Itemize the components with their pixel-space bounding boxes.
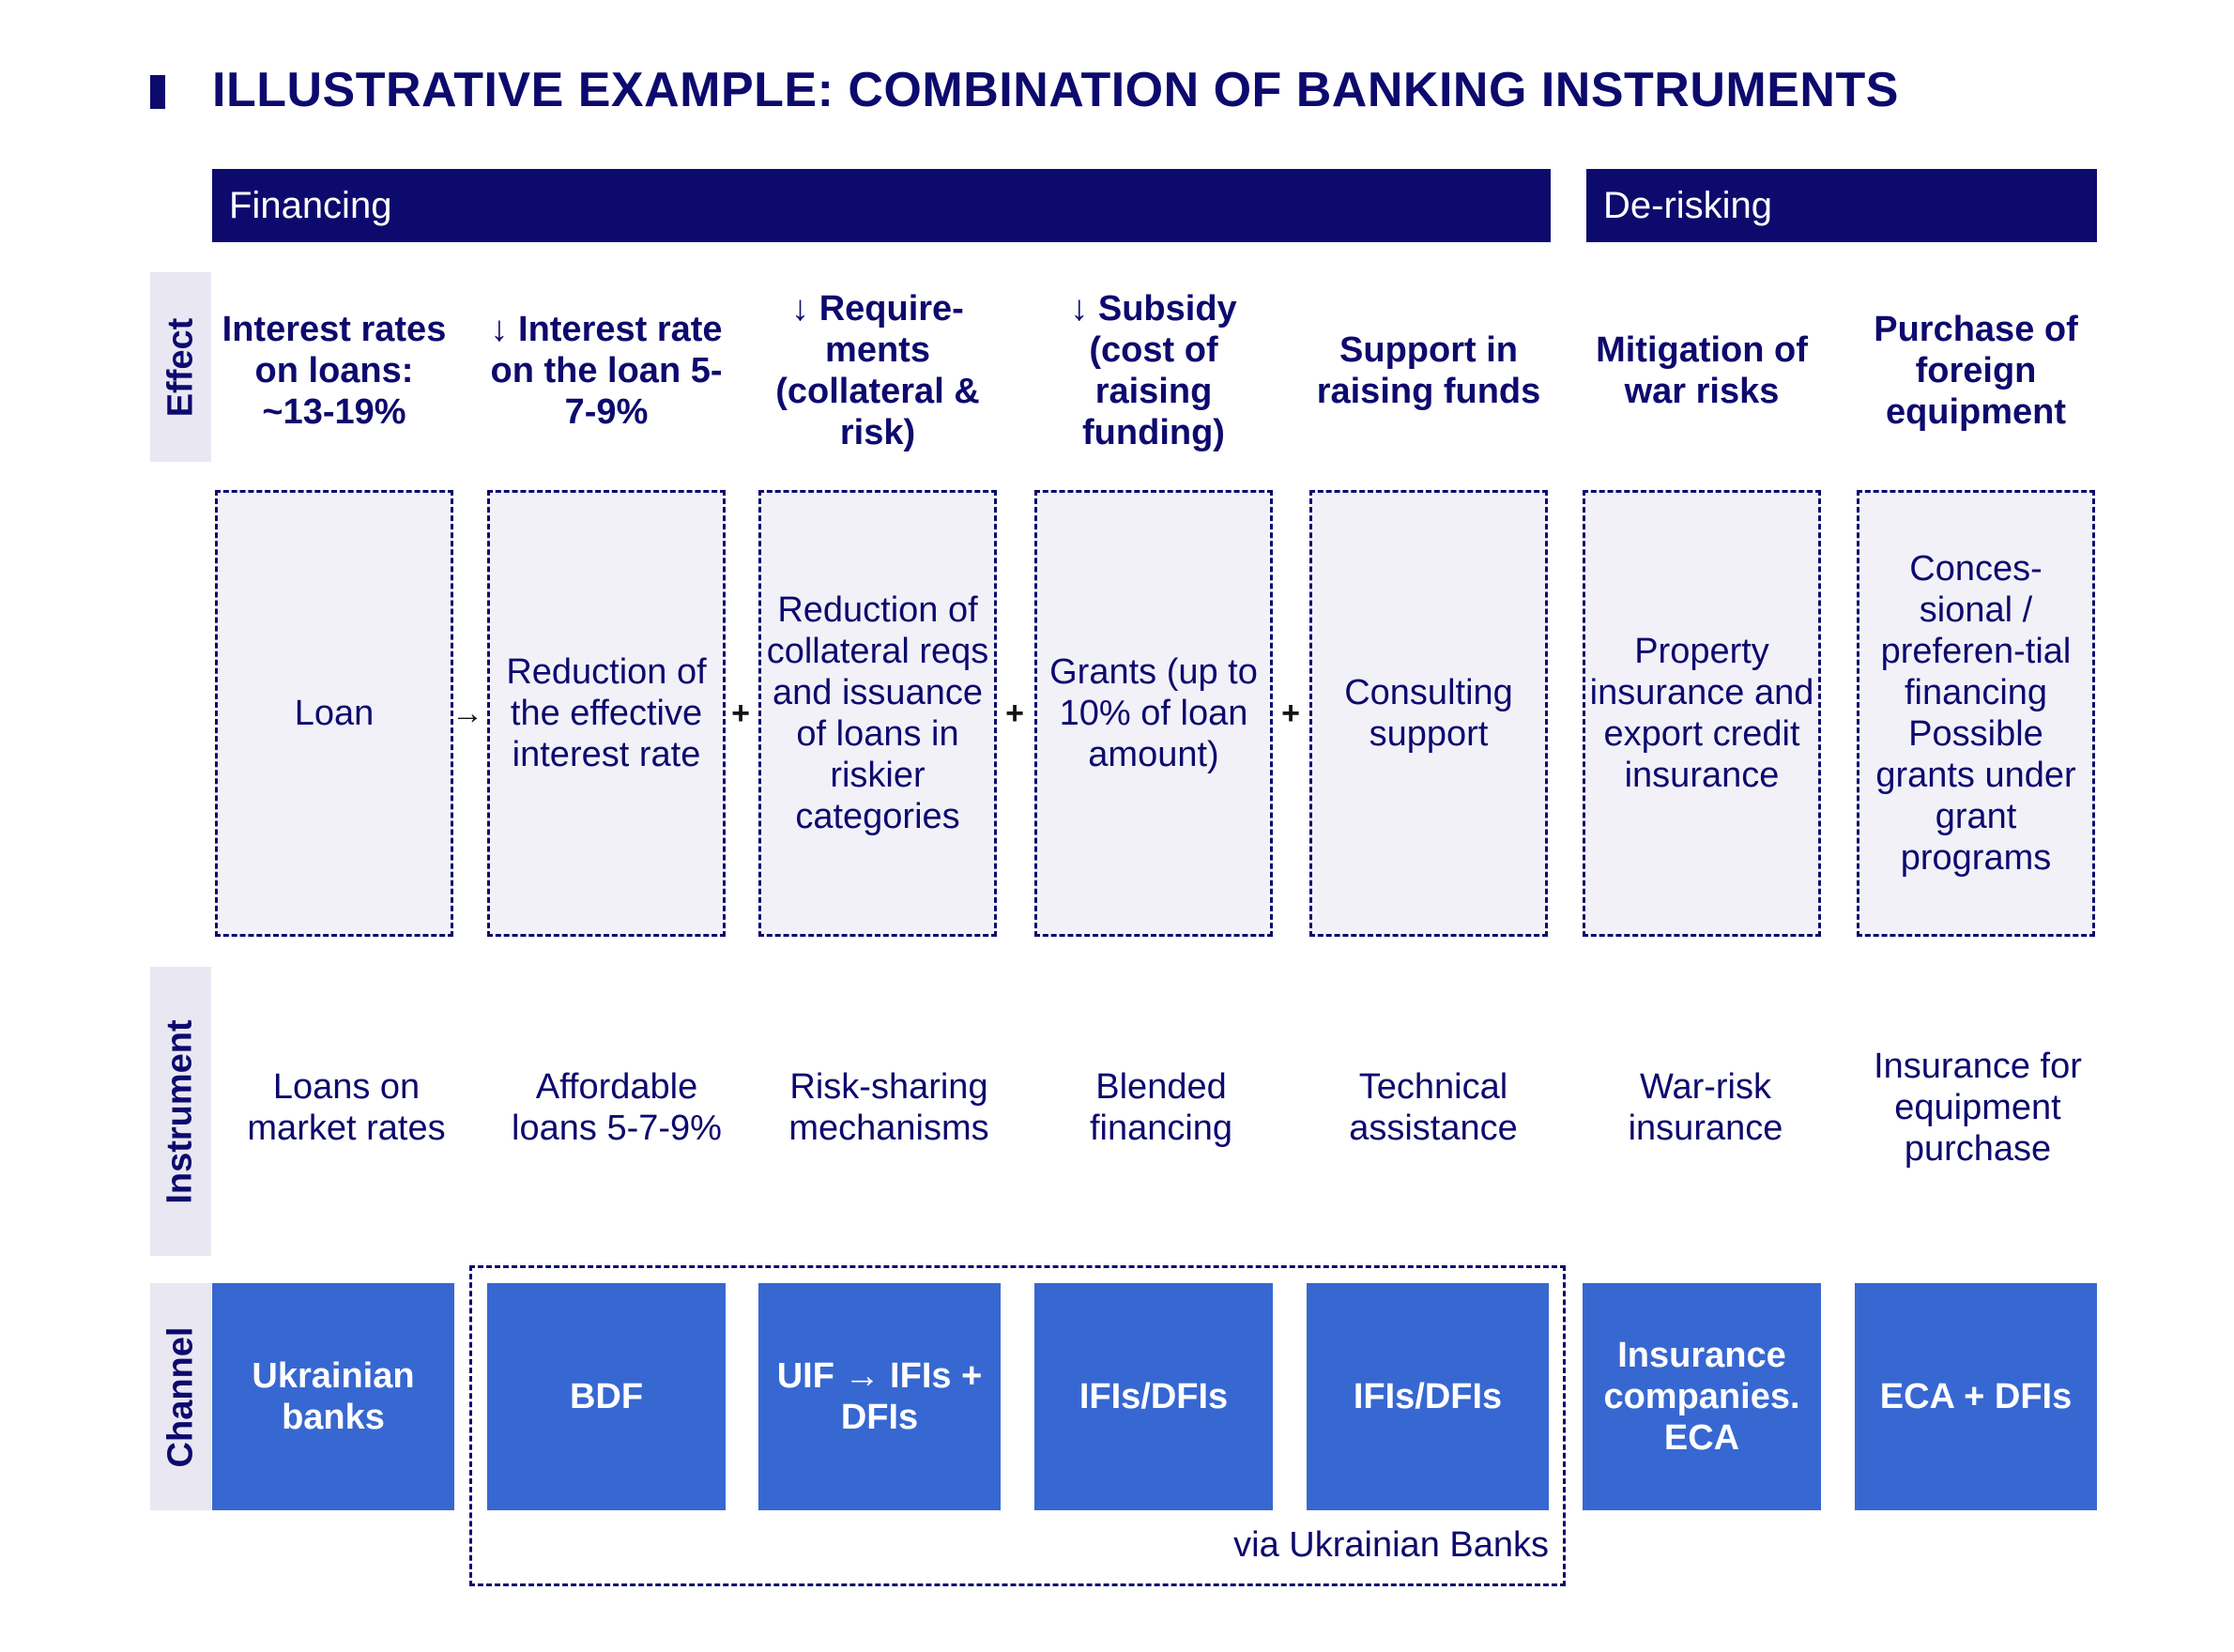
effect-war-risk-mitigation: Mitigation of war risks bbox=[1596, 330, 1808, 411]
row-label-effect: Effect bbox=[150, 272, 211, 462]
operator-plus: + bbox=[1281, 695, 1300, 731]
instrument-technical-assistance: Technical assistance bbox=[1349, 1067, 1518, 1148]
channel-bdf: BDF bbox=[487, 1283, 726, 1510]
instrument-affordable-loans: Affordable loans 5-7-9% bbox=[512, 1067, 722, 1148]
operator-plus: + bbox=[731, 695, 750, 731]
mechanism-grants: Grants (up to 10% of loan amount) bbox=[1034, 490, 1273, 937]
channel-ifis-dfis: IFIs/DFIs bbox=[1307, 1283, 1549, 1510]
channel-ukrainian-banks: Ukrainian banks bbox=[212, 1283, 454, 1510]
channel-ifis-dfis: IFIs/DFIs bbox=[1034, 1283, 1273, 1510]
instrument-equipment-insurance: Insurance for equipment purchase bbox=[1874, 1047, 2082, 1169]
via-ukrainian-banks-box bbox=[469, 1265, 1566, 1586]
effect-interest-rates: Interest rates on loans: ~13-19% bbox=[222, 310, 447, 432]
mechanism-concessional-financing: Conces-sional / preferen-tial financing … bbox=[1857, 490, 2095, 937]
instrument-war-risk-insurance: War-risk insurance bbox=[1628, 1067, 1783, 1148]
group-header-financing: Financing bbox=[212, 169, 1551, 242]
mechanism-insurance: Property insurance and export credit ins… bbox=[1583, 490, 1821, 937]
operator-arrow: → bbox=[451, 695, 483, 731]
channel-eca-dfis: ECA + DFIs bbox=[1855, 1283, 2097, 1510]
instrument-market-loans: Loans on market rates bbox=[247, 1067, 446, 1148]
row-label-instrument: Instrument bbox=[150, 967, 211, 1256]
mechanism-effective-rate: Reduction of the effective interest rate bbox=[487, 490, 726, 937]
effect-requirements: ↓ Require-ments (collateral & risk) bbox=[775, 289, 980, 452]
effect-interest-rate-reduction: ↓ Interest rate on the loan 5-7-9% bbox=[490, 310, 723, 432]
page-title: ILLUSTRATIVE EXAMPLE: COMBINATION OF BAN… bbox=[212, 63, 1899, 117]
operator-plus: + bbox=[1005, 695, 1024, 731]
row-label-channel: Channel bbox=[150, 1283, 211, 1510]
title-accent-bar bbox=[150, 75, 165, 109]
effect-subsidy: ↓ Subsidy (cost of raising funding) bbox=[1070, 289, 1237, 452]
instrument-risk-sharing: Risk-sharing mechanisms bbox=[788, 1067, 989, 1148]
effect-foreign-equipment: Purchase of foreign equipment bbox=[1874, 310, 2078, 432]
group-header-derisking: De-risking bbox=[1586, 169, 2097, 242]
effect-support-raising-funds: Support in raising funds bbox=[1316, 330, 1541, 411]
via-ukrainian-banks-label: via Ukrainian Banks bbox=[1233, 1525, 1549, 1565]
channel-uif-ifis-dfis: UIF → IFIs + DFIs bbox=[758, 1283, 1001, 1510]
mechanism-collateral: Reduction of collateral reqs and issuanc… bbox=[758, 490, 997, 937]
channel-insurance-companies-eca: Insurance companies. ECA bbox=[1583, 1283, 1821, 1510]
instrument-blended-financing: Blended financing bbox=[1089, 1067, 1233, 1148]
mechanism-loan: Loan bbox=[215, 490, 453, 937]
mechanism-consulting: Consulting support bbox=[1309, 490, 1548, 937]
